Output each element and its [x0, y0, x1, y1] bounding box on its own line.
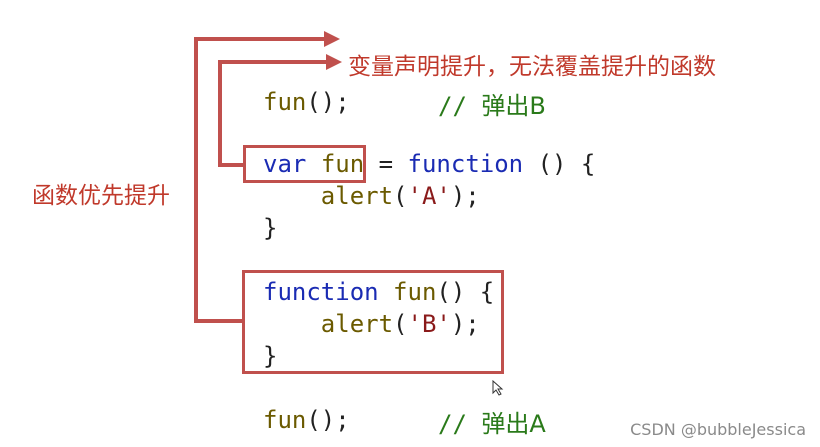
code-fun-call-2: fun: [263, 406, 307, 434]
function-hoist-arrowhead: [324, 31, 340, 47]
cursor-shape: [492, 380, 504, 396]
comment-text-b: 弹出B: [481, 92, 546, 120]
code-line-alert-a: alert('A');: [263, 180, 480, 212]
comment-slashes: //: [438, 92, 467, 120]
code-line-var-declaration: var fun = function () {: [263, 148, 595, 180]
code-alert-open-b: (: [393, 310, 408, 338]
code-fun-call: fun: [263, 88, 307, 116]
code-close-brace-2: }: [263, 342, 278, 370]
code-line-second-call: fun();: [263, 404, 350, 436]
code-alert-open: (: [393, 182, 408, 210]
var-fun-highlight-box: [243, 145, 366, 183]
code-alert-a-string: 'A': [407, 182, 451, 210]
code-alert-close: );: [450, 182, 480, 210]
code-alert-fn: alert: [320, 182, 394, 210]
code-alert-b-string: 'B': [407, 310, 451, 338]
code-line-close-brace-2: }: [263, 340, 277, 372]
code-decl-name: fun: [393, 278, 437, 306]
code-comment-b: // 弹出B: [438, 90, 546, 122]
code-close-brace: }: [263, 214, 278, 242]
code-comment-a: // 弹出A: [438, 408, 546, 440]
code-assign: =: [364, 150, 408, 178]
function-declaration-highlight-box: [242, 270, 504, 374]
code-alert-close-b: );: [450, 310, 480, 338]
variable-hoist-note: 变量声明提升，无法覆盖提升的函数: [348, 54, 716, 80]
watermark: CSDN @bubbleJessica: [630, 420, 806, 439]
code-var-name: fun: [320, 150, 365, 178]
code-line-function-declaration: function fun() {: [263, 276, 494, 308]
function-hoist-arrow-line: [194, 37, 328, 323]
code-function-rest: () {: [523, 150, 596, 178]
function-hoist-note: 函数优先提升: [32, 183, 170, 209]
code-var-keyword: var: [263, 150, 307, 178]
mouse-cursor-icon: [492, 380, 504, 396]
variable-hoist-arrow-line: [218, 60, 330, 167]
code-line-close-brace-1: }: [263, 212, 277, 244]
code-decl-keyword: function: [263, 278, 379, 306]
variable-hoist-arrowhead: [326, 54, 342, 70]
code-decl-rest: () {: [436, 278, 495, 306]
code-line-first-call: fun();: [263, 86, 350, 118]
code-line-alert-b: alert('B');: [263, 308, 480, 340]
code-function-keyword: function: [407, 150, 524, 178]
code-call-paren: ();: [306, 88, 350, 116]
code-alert-fn-b: alert: [320, 310, 394, 338]
comment-slashes-2: //: [438, 410, 467, 438]
comment-text-a: 弹出A: [481, 410, 546, 438]
code-call-paren-2: ();: [306, 406, 350, 434]
